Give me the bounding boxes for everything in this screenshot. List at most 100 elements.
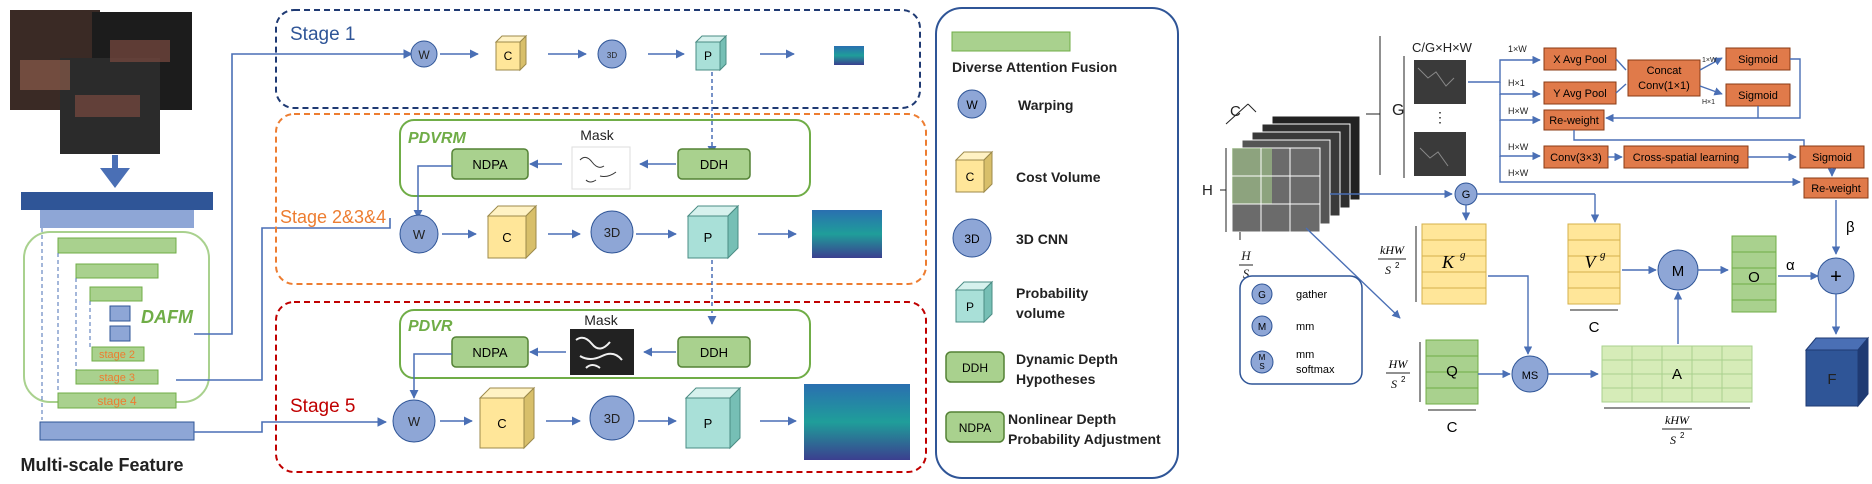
svg-text:3D: 3D [604,411,621,426]
pdvrm-label: PDVRM [408,130,466,147]
svg-text:NDPA: NDPA [959,421,991,435]
svg-text:3D: 3D [607,51,617,60]
svg-text:DDH: DDH [962,361,988,375]
svg-text:C: C [497,416,506,431]
svg-text:3D: 3D [604,225,621,240]
multi-scale-feature-label: Multi-scale Feature [20,455,183,475]
level-stage2: stage 2 [99,349,135,361]
feature-stack [1231,115,1361,233]
legend-gather-label: gather [1296,289,1328,301]
ddh-box-2 [677,336,751,368]
legend-3dcnn-label: 3D CNN [1016,231,1068,247]
svg-text:M: M [1672,263,1685,280]
input-images [10,10,192,154]
legend-ndpa-symbol [945,411,1005,443]
svg-text:P: P [966,300,974,314]
legend-mm-softmax-label: mm [1296,349,1314,361]
svg-text:W: W [413,227,426,242]
dafm-label: DAFM [141,307,194,327]
legend-mm-symbol [1251,315,1273,337]
khw-num-2: kHW [1665,413,1690,427]
svg-text:Q: Q [1446,363,1458,380]
op-legend-panel [1239,275,1363,385]
svg-text:X Avg Pool: X Avg Pool [1553,54,1607,66]
pdvr-box [399,309,811,379]
stage5-probability-volume: P [684,386,742,450]
svg-text:Re-weight: Re-weight [1549,115,1599,127]
svg-text:Sigmoid: Sigmoid [1812,152,1852,164]
svg-text:Y Avg Pool: Y Avg Pool [1553,88,1606,100]
pdvrm-box [399,119,811,197]
k-label: K [1441,252,1455,272]
svg-text:Cross-spatial learning: Cross-spatial learning [1633,152,1739,164]
reweight-box-2 [1803,177,1869,199]
dim-hx1-b: H×1 [1702,99,1715,106]
legend-mm-softmax-symbol [1250,350,1274,374]
svg-text:W: W [408,414,421,429]
s2-den-3: S [1670,433,1676,447]
feature-pyramid [21,192,213,441]
dim-1xw-b: 1×W [1702,57,1717,64]
stage5-label: Stage 5 [290,396,356,417]
svg-text:Conv(1×1): Conv(1×1) [1638,80,1690,92]
svg-text:NDPA: NDPA [472,157,507,172]
s2-den-2: S [1391,377,1397,391]
svg-text:Re-weight: Re-weight [1811,183,1861,195]
svg-text:P: P [704,49,712,63]
stage234-box [275,113,927,285]
s2-den-1: S [1385,263,1391,277]
stage234-3dcnn-node [590,210,634,254]
stage1-probability-volume: P [694,34,728,72]
pdvr-label: PDVR [408,318,453,335]
legend-cost-volume-symbol: C [954,150,994,194]
svg-text:C: C [502,230,511,245]
legend-mm-softmax-label2: softmax [1296,364,1335,376]
svg-text:NDPA: NDPA [472,345,507,360]
mask-label-1: Mask [580,127,614,143]
legend-probability-symbol: P [954,280,994,324]
level-stage3: stage 3 [99,372,135,384]
stage5-cost-volume: C [478,386,536,450]
stage234-cost-volume: C [486,204,538,260]
svg-text:M: M [1258,322,1266,333]
svg-text:W: W [418,48,430,62]
c-dim-label: C [1230,103,1241,120]
down-arrow-icon [100,155,130,188]
svg-text:O: O [1748,269,1760,286]
svg-text:DDH: DDH [700,345,728,360]
group-dots: ⋮ [1433,109,1447,125]
dim-hx1: H×1 [1508,78,1525,88]
c-under-v: C [1589,319,1600,336]
concat-conv-box [1627,59,1701,97]
dim-hxw-2: H×W [1508,142,1529,152]
svg-text:Conv(3×3): Conv(3×3) [1550,152,1602,164]
c-under-q: C [1447,419,1458,436]
stage1-depth-map [834,46,864,65]
stage5-3dcnn-node [589,395,635,441]
stage1-box [275,9,921,109]
connector-to-stage234 [176,218,391,381]
legend-cost-volume-label: Cost Volume [1016,169,1101,185]
stage5-box [275,301,927,473]
mask-image-1 [571,146,631,190]
dim-hxw-3: H×W [1508,168,1529,178]
group-feature-top [1414,60,1466,104]
ndpa-box-1 [451,148,529,180]
mask-image-2 [570,329,634,375]
group-g-label: G [1392,102,1404,119]
legend-ddh-label2: Hypotheses [1016,371,1096,387]
legend-warp-symbol [957,89,987,119]
legend-ndpa-label2: Probability Adjustment [1008,431,1161,447]
svg-text:MS: MS [1522,370,1539,382]
stage1-warp-node [410,40,438,68]
stage234-depth-map [812,210,882,258]
stage1-3dcnn-node [597,39,627,69]
svg-text:F: F [1827,371,1836,388]
hw-num: HW [1388,357,1409,371]
k-sup: g [1460,249,1466,261]
legend-ddh-label: Dynamic Depth [1016,351,1118,367]
svg-text:C: C [504,49,513,63]
connector-to-stage1 [194,49,413,335]
f-output-cube: F [1804,336,1870,408]
legend-gather-symbol [1251,283,1273,305]
